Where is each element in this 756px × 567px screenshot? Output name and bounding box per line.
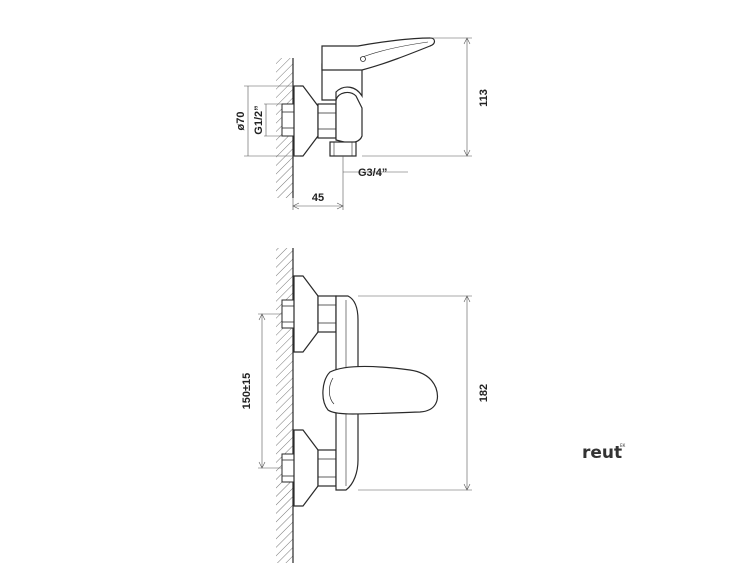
- inlet-stub-upper: [281, 299, 295, 329]
- dim-label-inlet-thread: G1/2”: [253, 105, 265, 134]
- dim-outlet-thread: G3/4”: [342, 156, 408, 179]
- dim-label-45: 45: [312, 192, 324, 204]
- dim-45: 45: [292, 176, 344, 210]
- brand-name: reut: [582, 443, 622, 463]
- mixer-body-side: [335, 91, 363, 144]
- hex-nut-lower: [317, 449, 337, 487]
- brand-logo: reut ЕК: [582, 443, 626, 463]
- dim-182: 182: [358, 295, 490, 491]
- dim-diameter: ø70: [235, 85, 300, 157]
- front-view: 182 150±15: [241, 248, 490, 563]
- brand-mark: ЕК: [620, 443, 626, 448]
- lever-side: [321, 37, 436, 71]
- inlet-stub-lower: [281, 453, 295, 483]
- dim-label-outlet-thread: G3/4”: [358, 167, 387, 179]
- cartridge-column-side: [321, 63, 363, 101]
- dim-label-113: 113: [478, 89, 490, 107]
- dim-inlet-spacing: 150±15: [241, 313, 282, 469]
- flange-side: [293, 85, 319, 157]
- flange-upper: [293, 275, 319, 353]
- dim-label-inlet-spacing: 150±15: [241, 373, 253, 410]
- flange-lower: [293, 429, 319, 507]
- dim-113: 113: [362, 37, 490, 157]
- dim-label-diameter: ø70: [235, 112, 247, 131]
- inlet-stub-side: [281, 103, 295, 137]
- hex-nut-upper: [317, 295, 337, 333]
- dim-label-182: 182: [478, 384, 490, 402]
- side-view: 113 ø70 G1/2” G3/4” 4: [235, 37, 490, 210]
- wall-hatch-front: [276, 248, 293, 563]
- dim-inlet-thread: G1/2”: [253, 103, 282, 137]
- hex-nut-side: [317, 103, 337, 139]
- lever-front: [322, 365, 439, 415]
